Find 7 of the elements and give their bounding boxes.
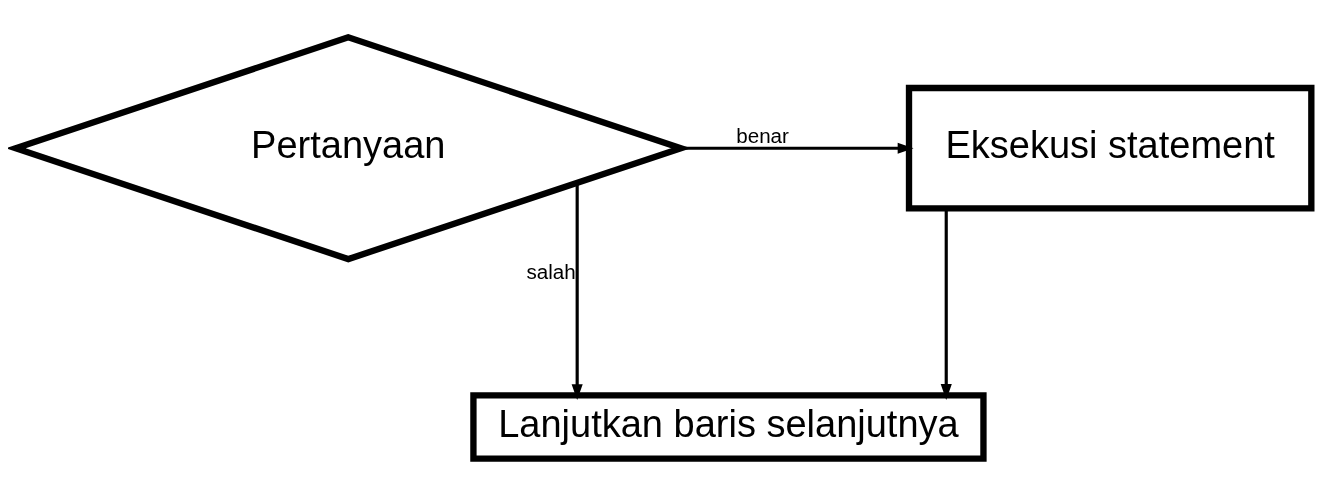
arrow: [681, 142, 914, 154]
node-box: Lanjutkan baris selanjutnya: [470, 391, 987, 462]
arrow: [571, 182, 583, 400]
edge-label: benar: [736, 123, 789, 147]
node-box: Eksekusi statement: [905, 84, 1315, 212]
arrow: [940, 208, 952, 400]
edge-label: salah: [526, 259, 576, 283]
